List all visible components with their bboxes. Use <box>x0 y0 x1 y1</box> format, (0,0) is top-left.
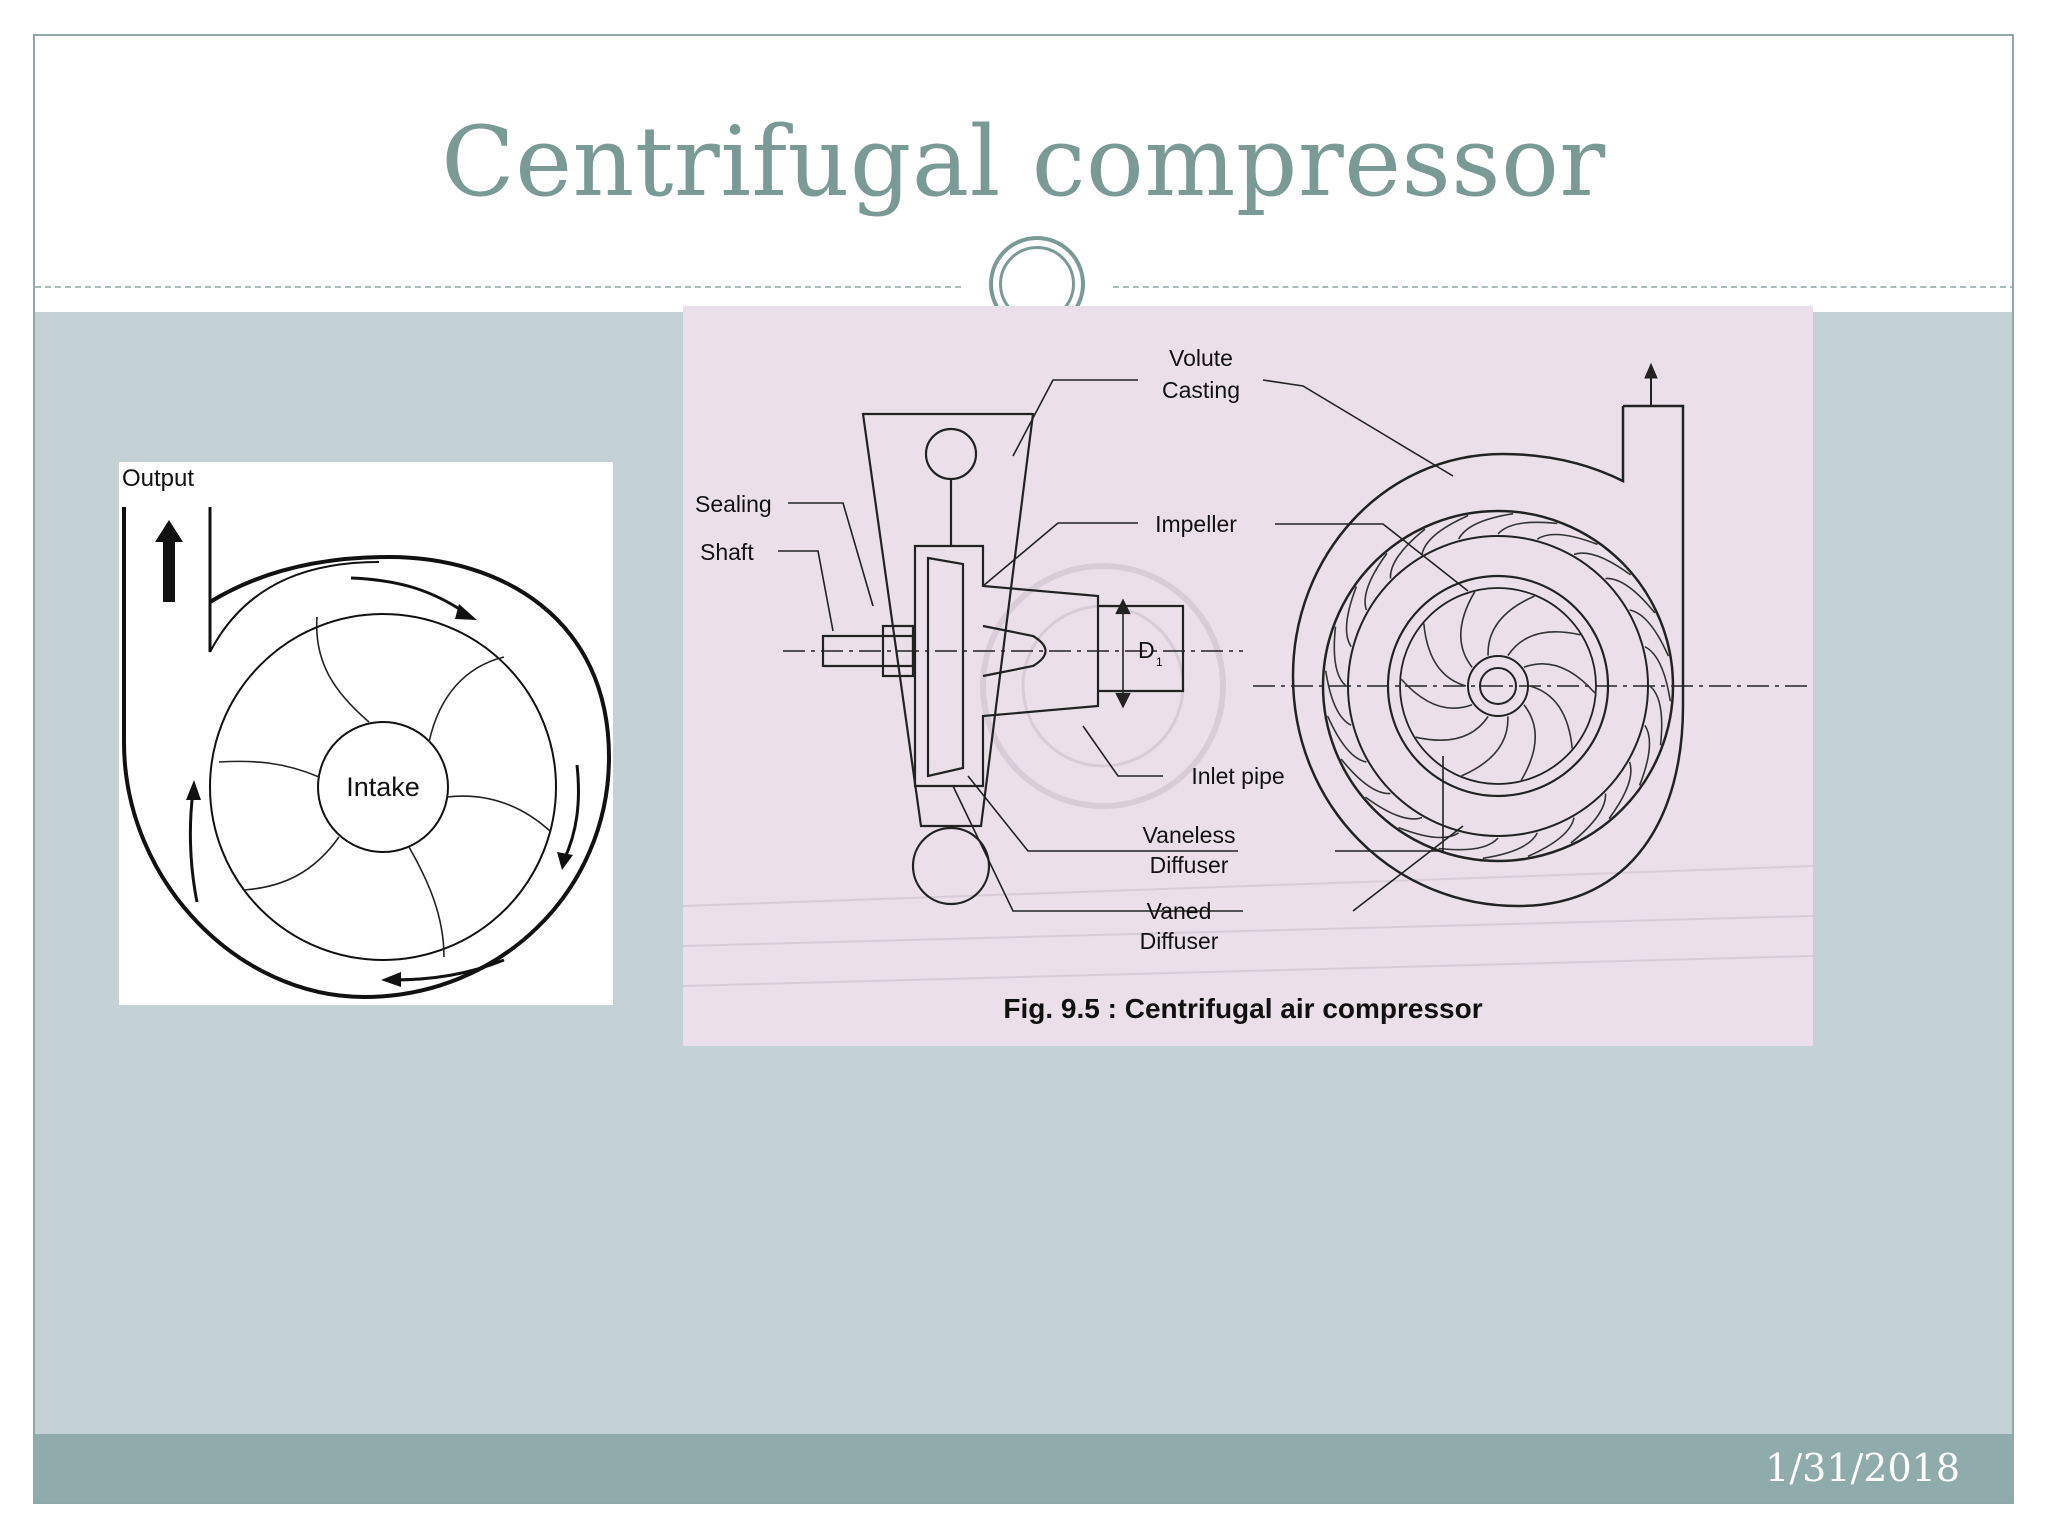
figure-caption: Fig. 9.5 : Centrifugal air compressor <box>1003 993 1482 1024</box>
impeller-vane <box>1415 715 1489 741</box>
diffuser-vane <box>1340 758 1391 795</box>
air-compressor-diagram-svg: Volute Casting Sealing Shaft Impeller D … <box>682 345 1814 1024</box>
impeller-vane <box>1520 704 1536 781</box>
impeller-vane <box>1487 595 1535 656</box>
diffuser-vane <box>1389 528 1426 579</box>
diffuser-vane <box>1482 832 1539 860</box>
diffuser-vane <box>1345 586 1358 648</box>
output-label: Output <box>122 465 194 492</box>
shaft-label: Shaft <box>700 539 754 565</box>
compressor-schematic-svg: Output Intake <box>122 465 612 1000</box>
vaneless-diffuser-label: Diffuser <box>1150 852 1229 878</box>
impeller-vane <box>1460 591 1476 668</box>
volute-label: Volute <box>1169 345 1233 371</box>
diffuser-vane <box>1638 724 1651 786</box>
diffuser-vane <box>1364 552 1388 611</box>
diffuser-vane <box>1608 761 1632 820</box>
d1-subscript: 1 <box>1156 655 1163 669</box>
impeller-vane <box>1400 678 1473 709</box>
diffuser-vane <box>1644 645 1672 702</box>
slide-title: Centrifugal compressor <box>441 106 1606 218</box>
footer-bar: 1/31/2018 <box>35 1434 2012 1502</box>
vaneless-label: Vaneless <box>1143 822 1236 848</box>
diffuser-vane <box>1629 609 1670 657</box>
intake-label: Intake <box>346 772 420 802</box>
impeller-vane <box>1423 623 1467 687</box>
inlet-pipe-label: Inlet pipe <box>1191 763 1284 789</box>
diffuser-vane <box>1497 521 1558 535</box>
diffuser-vane <box>1326 715 1367 763</box>
diffuser-vane <box>1573 552 1632 576</box>
title-divider-left <box>35 286 961 288</box>
compressor-schematic-image: Output Intake <box>119 462 613 1005</box>
diffuser-vane <box>1649 685 1663 746</box>
diffuser-vane <box>1333 626 1347 687</box>
centrifugal-air-compressor-figure: Volute Casting Sealing Shaft Impeller D … <box>682 306 1814 1046</box>
sealing-label: Sealing <box>695 491 772 517</box>
impeller-vanes <box>1400 591 1596 781</box>
diffuser-vane <box>1605 577 1656 614</box>
diffuser-vanes <box>1324 512 1672 860</box>
vaned-diffuser-label: Diffuser <box>1140 928 1219 954</box>
impeller-vane <box>1529 685 1573 749</box>
diffuser-vane <box>1398 826 1460 839</box>
diffuser-vane <box>1421 514 1469 555</box>
impeller-vane <box>1461 716 1509 777</box>
vaned-label: Vaned <box>1147 898 1212 924</box>
diffuser-vane <box>1324 670 1352 727</box>
impeller-label: Impeller <box>1155 511 1237 537</box>
diffuser-vane <box>1527 817 1575 858</box>
d1-label: D <box>1138 637 1155 663</box>
title-divider-right <box>1113 286 2012 288</box>
diffuser-vane <box>1364 796 1423 820</box>
diffuser-vane <box>1457 512 1514 540</box>
diffuser-vane <box>1438 837 1499 851</box>
slide-date: 1/31/2018 <box>1765 1446 1960 1490</box>
diffuser-vane <box>1536 533 1598 546</box>
impeller-vane <box>1507 631 1581 657</box>
diffuser-vane <box>1570 793 1607 844</box>
impeller-vane <box>1523 663 1596 694</box>
casting-label: Casting <box>1162 377 1240 403</box>
